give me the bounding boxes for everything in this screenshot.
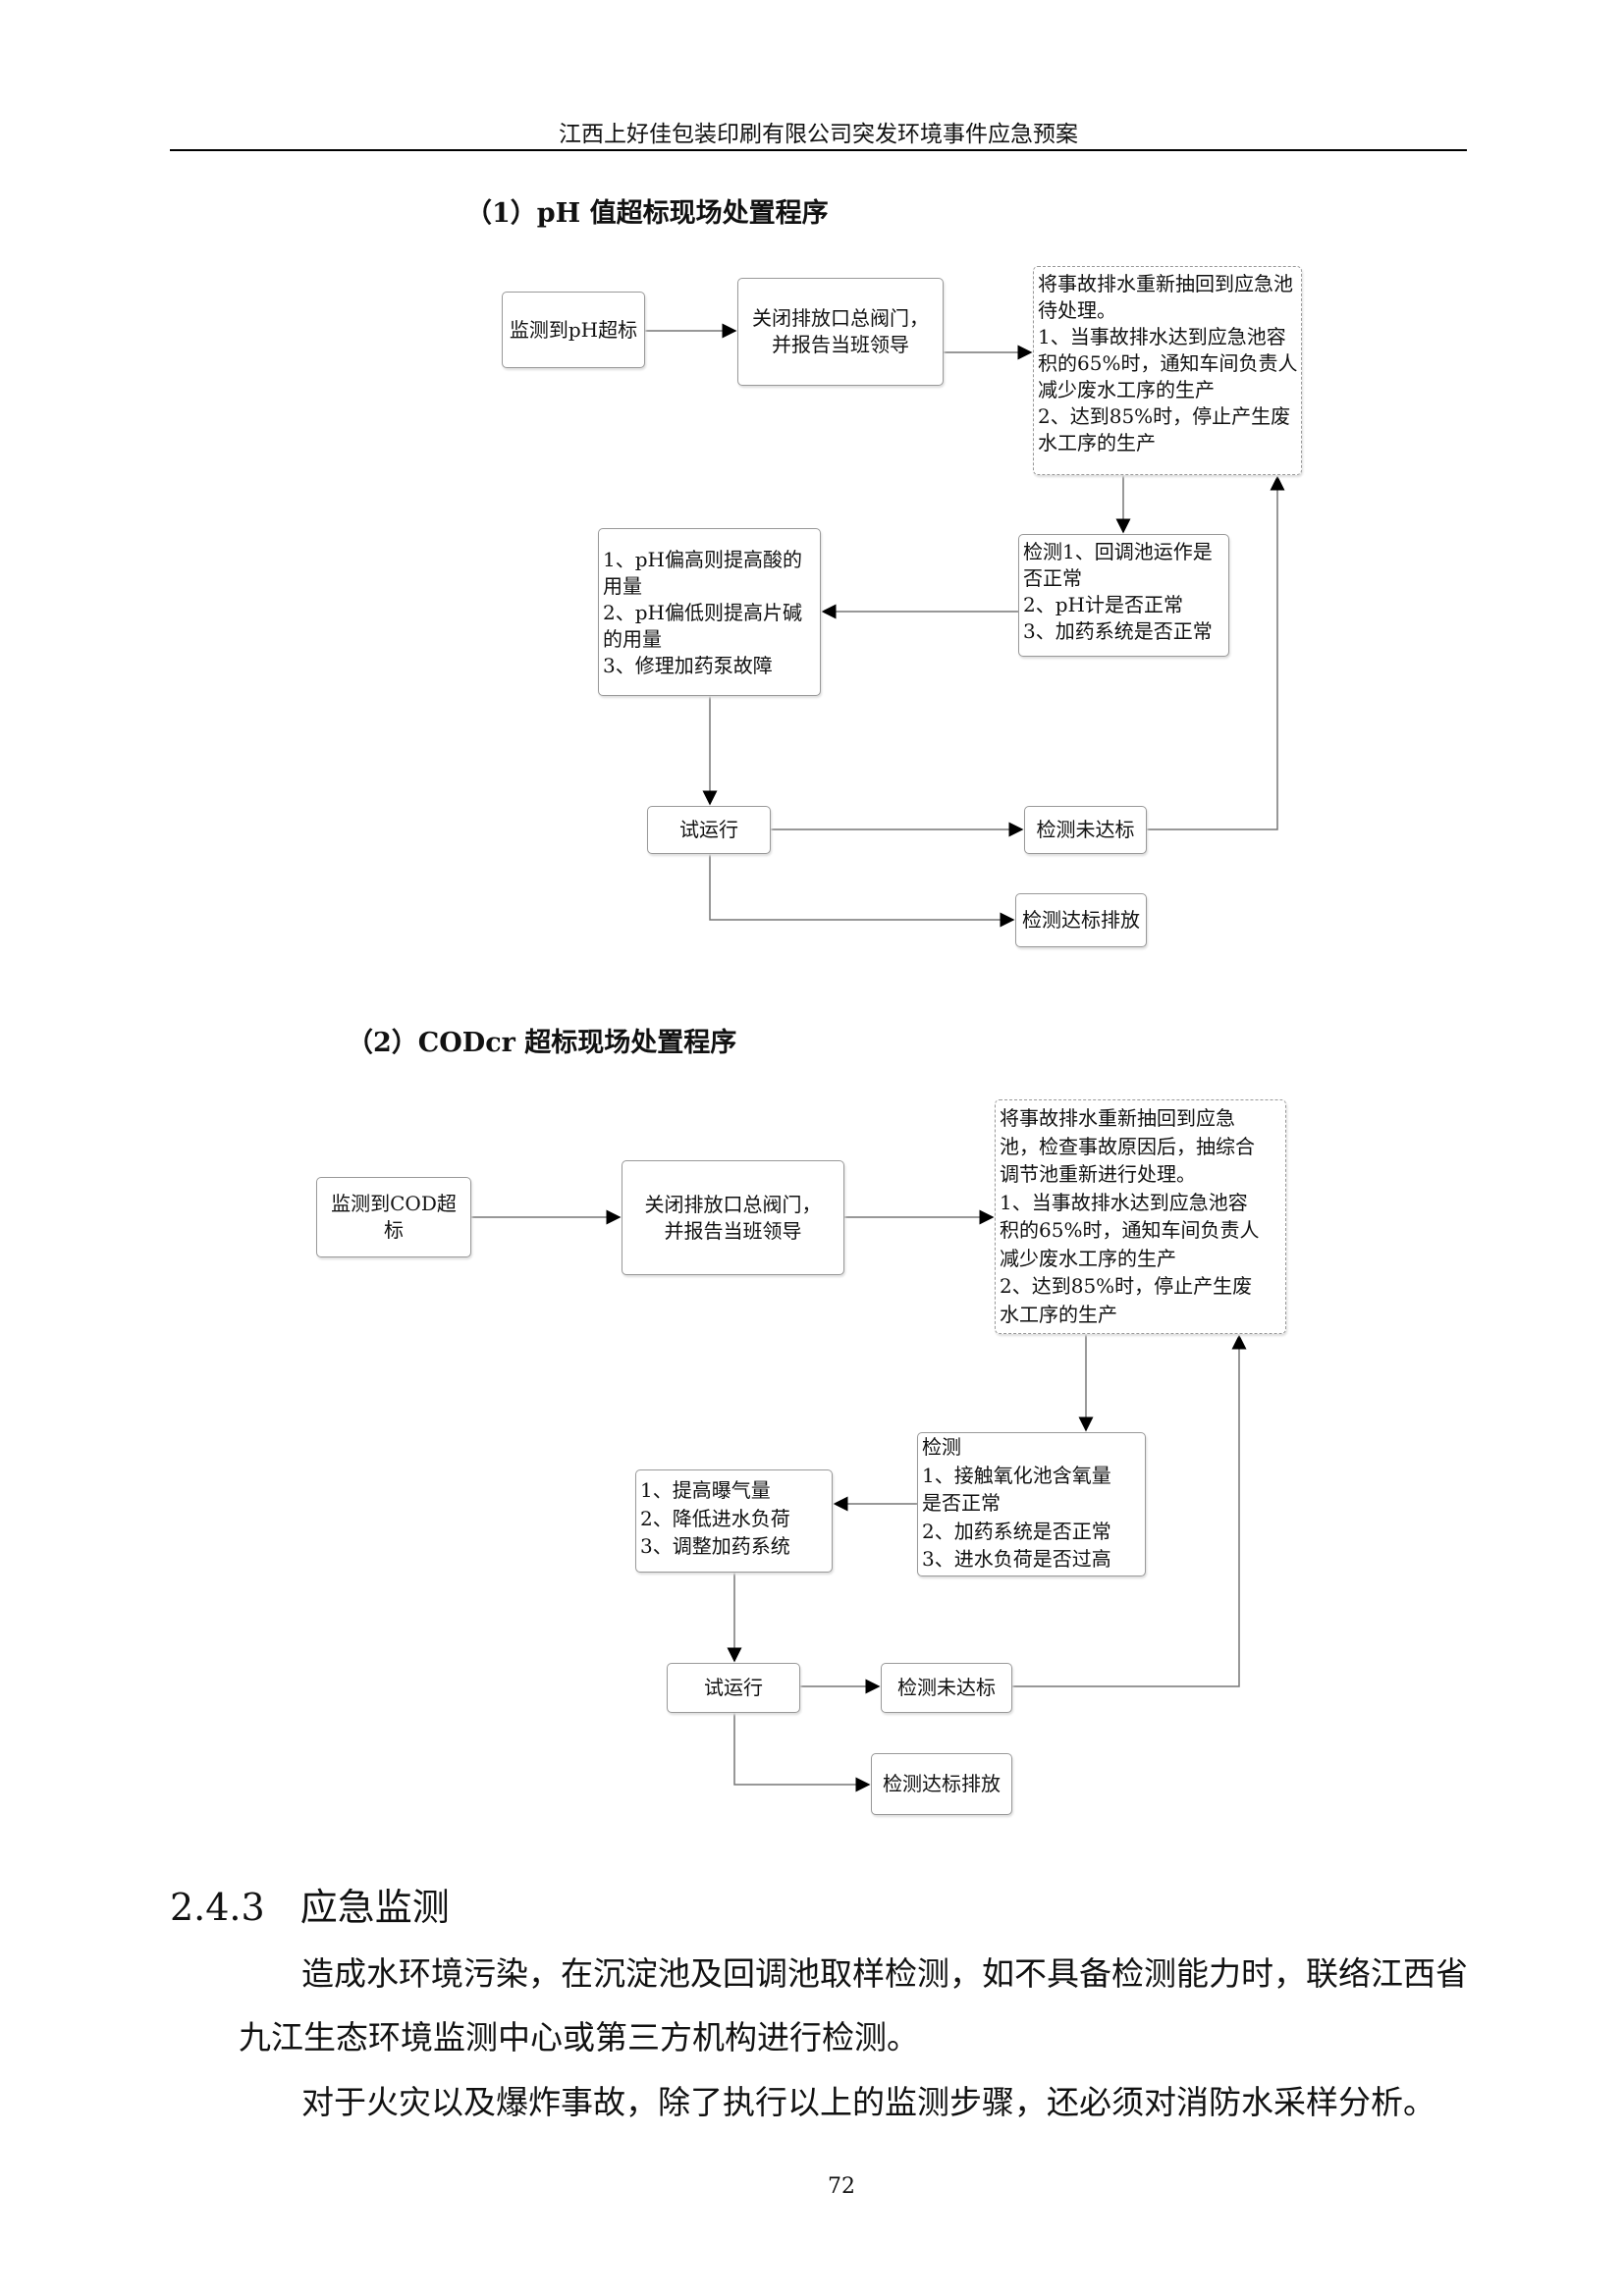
box-text: 池，检查事故原因后，抽综合: [1000, 1134, 1255, 1158]
flow1-fix-box: 1、pH偏高则提高酸的用量 2、pH偏低则提高片碱的用量 3、修理加药泵故障: [598, 528, 821, 696]
section-number: 2.4.3: [170, 1886, 265, 1929]
section-heading: 2.4.3 应急监测: [170, 1877, 485, 1931]
box-text: 关闭排放口总阀门，: [752, 306, 929, 330]
flow2-close-valve-box: 关闭排放口总阀门，并报告当班领导: [622, 1160, 844, 1275]
flow1-pump-back-box: 将事故排水重新抽回到应急池待处理。 1、当事故排水达到应急池容积的65%时，通知车…: [1033, 266, 1302, 475]
box-text: 1、接触氧化池含氧量: [922, 1463, 1111, 1487]
box-text: 并报告当班领导: [664, 1218, 802, 1243]
box-text: 否正常: [1023, 566, 1082, 590]
box-text: 检测未达标: [1036, 818, 1135, 841]
box-text: 减少废水工序的生产: [1038, 378, 1215, 401]
paragraph-line: 造成水环境污染，在沉淀池及回调池取样检测，如不具备检测能力时，联络江西省: [301, 1954, 1468, 1993]
flow1-trial-box: 试运行: [647, 806, 771, 854]
flow2-check-box: 检测 1、接触氧化池含氧量是否正常 2、加药系统是否正常 3、进水负荷是否过高: [917, 1432, 1146, 1576]
box-text: 3、修理加药泵故障: [603, 654, 773, 677]
box-text: 用量: [603, 574, 642, 598]
section-title: 应急监测: [299, 1886, 450, 1929]
box-text: 监测到COD超: [331, 1192, 457, 1215]
box-text: 检测达标排放: [1022, 908, 1140, 932]
box-text: 1、pH偏高则提高酸的: [603, 548, 802, 571]
box-text: 的用量: [603, 627, 662, 651]
box-text: 并报告当班领导: [772, 333, 909, 356]
box-text: 1、当事故排水达到应急池容: [1038, 325, 1286, 348]
box-text: 2、加药系统是否正常: [922, 1519, 1111, 1543]
box-text: 2、降低进水负荷: [640, 1506, 790, 1530]
box-text: 检测达标排放: [883, 1772, 1001, 1795]
box-text: 水工序的生产: [1038, 431, 1156, 454]
page-number: 72: [828, 2174, 855, 2199]
box-text: 3、加药系统是否正常: [1023, 619, 1213, 643]
box-text: 水工序的生产: [1000, 1302, 1117, 1326]
box-text: 2、pH偏低则提高片碱: [603, 601, 802, 624]
box-text: 试运行: [704, 1676, 763, 1699]
flow2-pass-box: 检测达标排放: [871, 1753, 1012, 1815]
flow2-pump-back-box: 将事故排水重新抽回到应急池，检查事故原因后，抽综合调节池重新进行处理。 1、当事故…: [995, 1099, 1286, 1334]
box-text: 标: [383, 1218, 404, 1242]
box-text: 检测未达标: [897, 1676, 996, 1699]
flow1-detect-box: 监测到pH超标: [502, 292, 645, 368]
box-text: 2、达到85%时，停止产生废: [1038, 404, 1291, 428]
box-text: 将事故排水重新抽回到应急池: [1038, 272, 1293, 295]
box-text: 调节池重新进行处理。: [1000, 1162, 1196, 1186]
box-text: 1、提高曝气量: [640, 1478, 771, 1502]
box-text: 3、调整加药系统: [640, 1534, 790, 1558]
box-text: 2、pH计是否正常: [1023, 593, 1183, 616]
box-text: 2、达到85%时，停止产生废: [1000, 1274, 1253, 1298]
flow1-check-box: 检测1、回调池运作是否正常 2、pH计是否正常 3、加药系统是否正常: [1018, 534, 1229, 657]
flow1-fail-box: 检测未达标: [1024, 806, 1147, 854]
box-text: 待处理。: [1038, 298, 1116, 322]
box-text: 将事故排水重新抽回到应急: [1000, 1106, 1235, 1130]
flow1-close-valve-box: 关闭排放口总阀门， 并报告当班领导: [737, 278, 944, 386]
flow2-trial-box: 试运行: [667, 1663, 800, 1713]
header-divider: [170, 149, 1467, 151]
box-text: 试运行: [679, 818, 738, 841]
flow2-title: （2）CODcr 超标现场处置程序: [347, 1028, 737, 1058]
flow2-fail-box: 检测未达标: [881, 1663, 1012, 1713]
flow1-pass-box: 检测达标排放: [1015, 893, 1147, 947]
box-text: 1、当事故排水达到应急池容: [1000, 1190, 1248, 1214]
box-text: 检测: [922, 1435, 961, 1459]
box-text: 积的65%时，通知车间负责人: [1000, 1218, 1260, 1242]
box-text: 是否正常: [922, 1491, 1001, 1515]
box-text: 检测1、回调池运作是: [1023, 540, 1213, 563]
box-text: 3、进水负荷是否过高: [922, 1547, 1111, 1571]
flow2-detect-box: 监测到COD超标: [316, 1177, 471, 1257]
box-text: 监测到pH超标: [509, 317, 638, 342]
flow2-fix-box: 1、提高曝气量 2、降低进水负荷 3、调整加药系统: [635, 1469, 833, 1573]
box-text: 积的65%时，通知车间负责人: [1038, 351, 1298, 375]
box-text: 减少废水工序的生产: [1000, 1246, 1176, 1270]
paragraph-line: 九江生态环境监测中心或第三方机构进行检测。: [239, 2018, 919, 2056]
page-header: 江西上好佳包装印刷有限公司突发环境事件应急预案: [559, 122, 1078, 147]
box-text: 关闭排放口总阀门，: [644, 1192, 822, 1216]
paragraph-line: 对于火灾以及爆炸事故，除了执行以上的监测步骤，还必须对消防水采样分析。: [301, 2083, 1435, 2121]
flow1-title: （1）pH 值超标现场处置程序: [465, 198, 829, 229]
